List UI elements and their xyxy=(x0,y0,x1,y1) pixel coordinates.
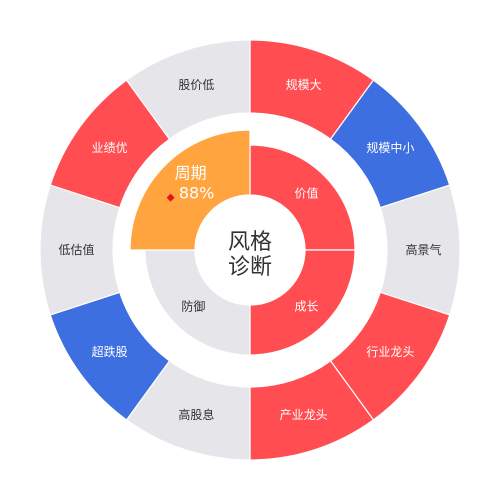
inner-segment-label-1: 成长 xyxy=(295,300,319,314)
inner-segment-label-0: 价值 xyxy=(295,185,319,200)
outer-segment-label-8: 业绩优 xyxy=(92,141,128,155)
outer-segment-label-5: 高股息 xyxy=(178,407,214,422)
center-title-line2: 诊断 xyxy=(228,255,272,280)
outer-segment-label-4: 产业龙头 xyxy=(280,408,328,422)
inner-segment-2[interactable] xyxy=(144,249,251,356)
inner-segment-1[interactable] xyxy=(249,249,356,356)
outer-segment-label-2: 高景气 xyxy=(405,242,441,257)
inner-segment-label-2: 防御 xyxy=(181,299,205,314)
outer-segment-label-9: 股价低 xyxy=(178,78,214,92)
outer-segment-label-1: 规模中小 xyxy=(366,140,414,155)
inner-segment-value-3: 88% xyxy=(179,184,215,203)
outer-segment-label-3: 行业龙头 xyxy=(366,345,414,359)
outer-segment-label-0: 规模大 xyxy=(286,77,322,92)
center-title-line1: 风格 xyxy=(228,230,272,255)
outer-segment-label-7: 低估值 xyxy=(58,242,94,257)
inner-segment-label-3: 周期 xyxy=(175,164,207,183)
inner-segment-3[interactable] xyxy=(129,129,251,251)
inner-segment-0[interactable] xyxy=(249,144,356,251)
center-label: 风格 诊断 xyxy=(228,230,272,280)
outer-segment-9[interactable] xyxy=(125,39,251,140)
diamond-marker-icon xyxy=(166,193,175,202)
outer-segment-label-6: 超跌股 xyxy=(92,344,128,359)
